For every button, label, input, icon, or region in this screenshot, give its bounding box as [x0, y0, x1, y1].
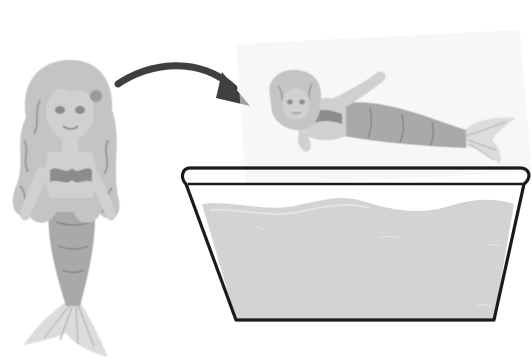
doll-hair-flower: [90, 90, 102, 102]
tub-water: [202, 198, 514, 320]
doll-top: [50, 168, 92, 182]
doll-face: [46, 84, 94, 140]
doll-tail-fin: [24, 302, 108, 357]
mermaid-doll-standing: [13, 60, 120, 357]
water-tub: [183, 168, 529, 320]
swim-doll-face: [282, 88, 310, 120]
curved-arrow-icon: [118, 66, 250, 106]
